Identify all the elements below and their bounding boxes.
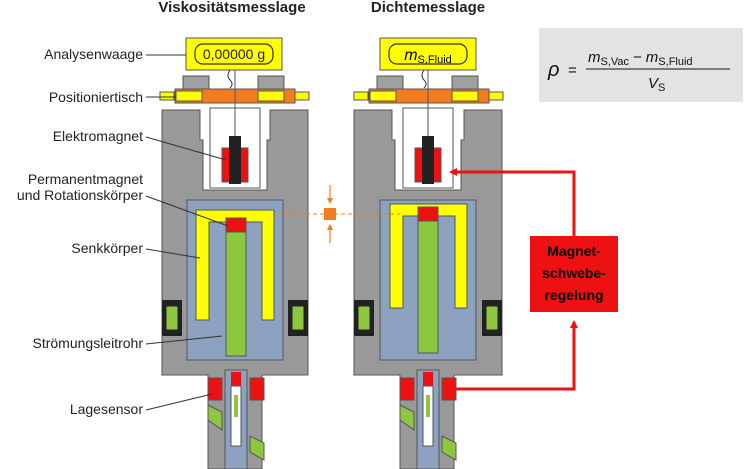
right-table-screw-left — [369, 90, 397, 102]
left-permanent-magnet — [225, 217, 247, 233]
formula-m2: m — [646, 49, 659, 66]
right-table-support-right — [451, 75, 479, 90]
right-positioning-table — [353, 88, 504, 104]
right-balance-m: m — [404, 47, 417, 64]
formula-denominator: VS — [648, 75, 665, 94]
formula-vsub: S — [658, 82, 665, 94]
right-rotation-body — [417, 220, 439, 354]
leader-sinker — [145, 248, 201, 259]
left-balance-display — [194, 43, 274, 65]
label-position-sensor: Lagesensor — [70, 401, 144, 417]
right-position-sensor-left — [399, 377, 415, 401]
formula-box — [539, 28, 743, 102]
sensor-to-controller-line — [456, 320, 578, 391]
left-balance: 0,00000 g — [185, 37, 283, 89]
magnet-suspension-controller: Magnet- schwebe- regelung — [530, 236, 618, 312]
left-flow-guide-tube — [195, 209, 275, 321]
right-shaft-rod — [426, 395, 430, 417]
left-shaft-rod — [234, 395, 238, 417]
formula-minus: − — [633, 49, 642, 66]
right-balance: mS,Fluid — [379, 37, 477, 89]
header-viscosity-position: Viskositätsmesslage — [158, 0, 305, 16]
label-sinker: Senkkörper — [71, 240, 143, 256]
left-table-support-left — [182, 75, 210, 90]
controller-to-magnet-line — [449, 168, 576, 236]
left-table-knob-right — [294, 91, 310, 101]
right-blade-right — [441, 435, 457, 461]
right-seal-left-inner — [357, 305, 371, 331]
controller-line2: schwebe- — [542, 265, 606, 281]
formula-m1: m — [588, 49, 601, 66]
formula-sub1: S,Vac — [601, 56, 630, 68]
right-seal-right-inner — [485, 305, 499, 331]
left-table-knob-left — [159, 91, 175, 101]
label-electromagnet: Elektromagnet — [53, 128, 143, 144]
density-formula: ρ = mS,Vac−mS,Fluid VS — [539, 28, 743, 102]
label-positioning-table: Positioniertisch — [49, 89, 143, 105]
left-table-support-right — [257, 75, 285, 90]
left-blade-right — [249, 435, 265, 461]
left-seal-right-inner — [291, 305, 305, 331]
left-electromagnet-core — [229, 136, 241, 184]
right-table-support-left — [376, 75, 404, 90]
formula-numerator: mS,Vac−mS,Fluid — [588, 49, 693, 68]
right-balance-reading: mS,Fluid — [404, 47, 452, 66]
formula-equals: = — [568, 62, 577, 79]
left-table-screw-right — [257, 90, 285, 102]
left-seal-left-inner — [165, 305, 179, 331]
formula-v: V — [648, 75, 660, 92]
right-position-sensor-right — [441, 377, 457, 401]
label-permanent-magnet-line2: und Rotationskörper — [17, 187, 143, 203]
left-sensor-target — [231, 372, 241, 386]
controller-line1: Magnet- — [547, 243, 601, 259]
left-blade-left — [207, 404, 223, 431]
right-table-screw-right — [451, 90, 479, 102]
left-position-sensor-left — [207, 377, 223, 401]
right-blade-left — [399, 404, 415, 431]
left-rotation-body — [225, 231, 247, 357]
right-device: mS,Fluid — [353, 37, 504, 469]
formula-rho: ρ — [547, 59, 559, 81]
controller-line3: regelung — [544, 287, 603, 303]
leader-electromagnet — [145, 136, 227, 161]
label-balance: Analysenwaage — [44, 46, 143, 62]
left-device: 0,00000 g — [159, 37, 310, 469]
right-sensor-target — [423, 372, 433, 386]
right-hook — [421, 69, 427, 89]
leader-position-sensor — [145, 393, 213, 411]
right-electromagnet-core — [422, 136, 434, 184]
lift-marker — [324, 208, 336, 220]
lift-height-indicator — [278, 185, 400, 243]
label-permanent-magnet-line1: Permanentmagnet — [28, 171, 143, 187]
leader-permanent-magnet — [145, 195, 229, 227]
controller-box — [530, 236, 618, 312]
right-table-knob-right — [488, 91, 504, 101]
right-balance-display — [388, 43, 468, 65]
right-permanent-magnet — [417, 206, 439, 222]
formula-sub2: S,Fluid — [658, 56, 692, 68]
leader-flow-tube — [145, 335, 223, 345]
left-table-screw-left — [175, 90, 203, 102]
right-balance-sub: S,Fluid — [418, 54, 452, 66]
left-hook — [227, 69, 233, 89]
header-density-position: Dichtemesslage — [371, 0, 485, 16]
left-balance-reading: 0,00000 g — [203, 46, 265, 62]
right-table-knob-left — [353, 91, 369, 101]
left-position-sensor-right — [249, 377, 265, 401]
label-flow-tube: Strömungsleitrohr — [33, 335, 144, 351]
